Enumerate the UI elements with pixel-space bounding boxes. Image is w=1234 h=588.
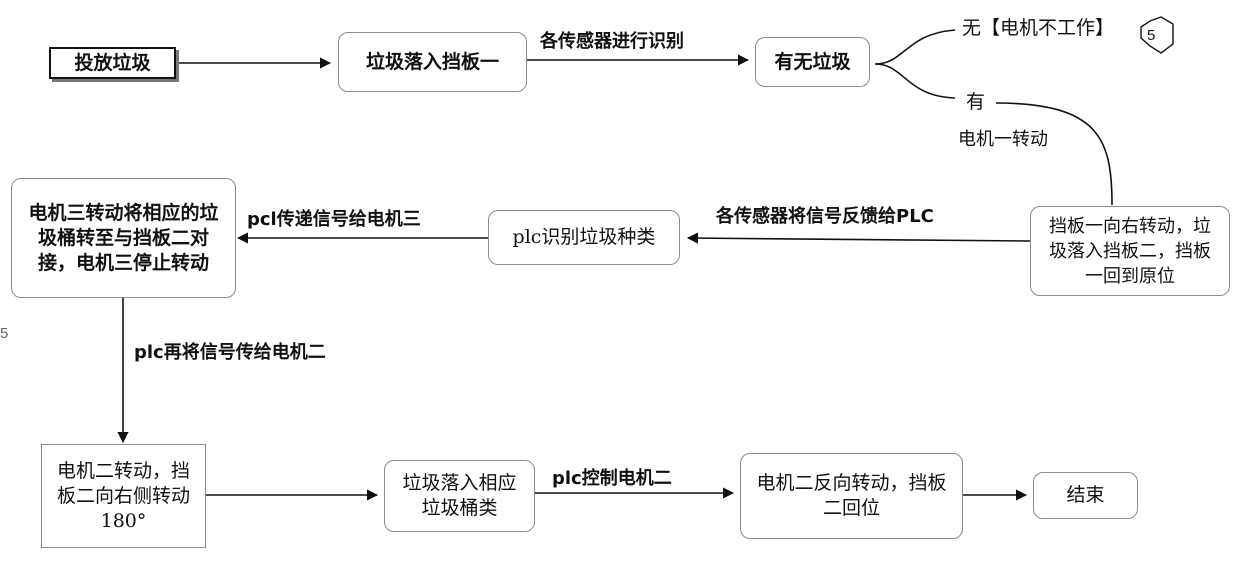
node-end: 结束: [1033, 472, 1138, 519]
node-motor-two-reverse: 电机二反向转动，挡板二回位: [740, 453, 963, 539]
brace-icon: [874, 29, 956, 99]
connector-hexagon-icon: [1140, 16, 1174, 54]
arrow-feedback-to-plc: [686, 232, 1031, 244]
label-sensors-identify: 各传感器进行识别: [540, 31, 684, 52]
label-plc-to-motor-two: plc再将信号传给电机二: [134, 342, 326, 363]
node-baffle-turn: 挡板一向右转动，垃圾落入挡板二，挡板一回到原位: [1030, 206, 1230, 296]
connector-number: 5: [1147, 27, 1155, 44]
label-pcl-to-motor-three: pcl传递信号给电机三: [247, 209, 421, 230]
arrow-has-trash-to-baffle-turn: [995, 102, 1113, 206]
node-start: 投放垃圾: [49, 47, 176, 79]
node-motor-three: 电机三转动将相应的垃圾桶转至与挡板二对接，电机三停止转动: [11, 178, 236, 298]
label-no-trash: 无【电机不工作】: [962, 17, 1115, 39]
margin-mark: 5: [0, 325, 8, 342]
node-plc-identify: plc识别垃圾种类: [488, 210, 680, 265]
node-baffle-one: 垃圾落入挡板一: [338, 32, 527, 92]
label-motor-one: 电机一转动: [958, 129, 1048, 150]
node-motor-two-turn: 电机二转动，挡板二向右侧转动180°: [41, 444, 206, 548]
node-trash-into-bin: 垃圾落入相应垃圾桶类: [384, 460, 535, 532]
label-has-trash: 有: [966, 91, 986, 113]
node-check-trash: 有无垃圾: [755, 37, 870, 87]
label-plc-control-motor-two: plc控制电机二: [552, 468, 672, 489]
label-sensors-feedback: 各传感器将信号反馈给PLC: [716, 206, 934, 227]
